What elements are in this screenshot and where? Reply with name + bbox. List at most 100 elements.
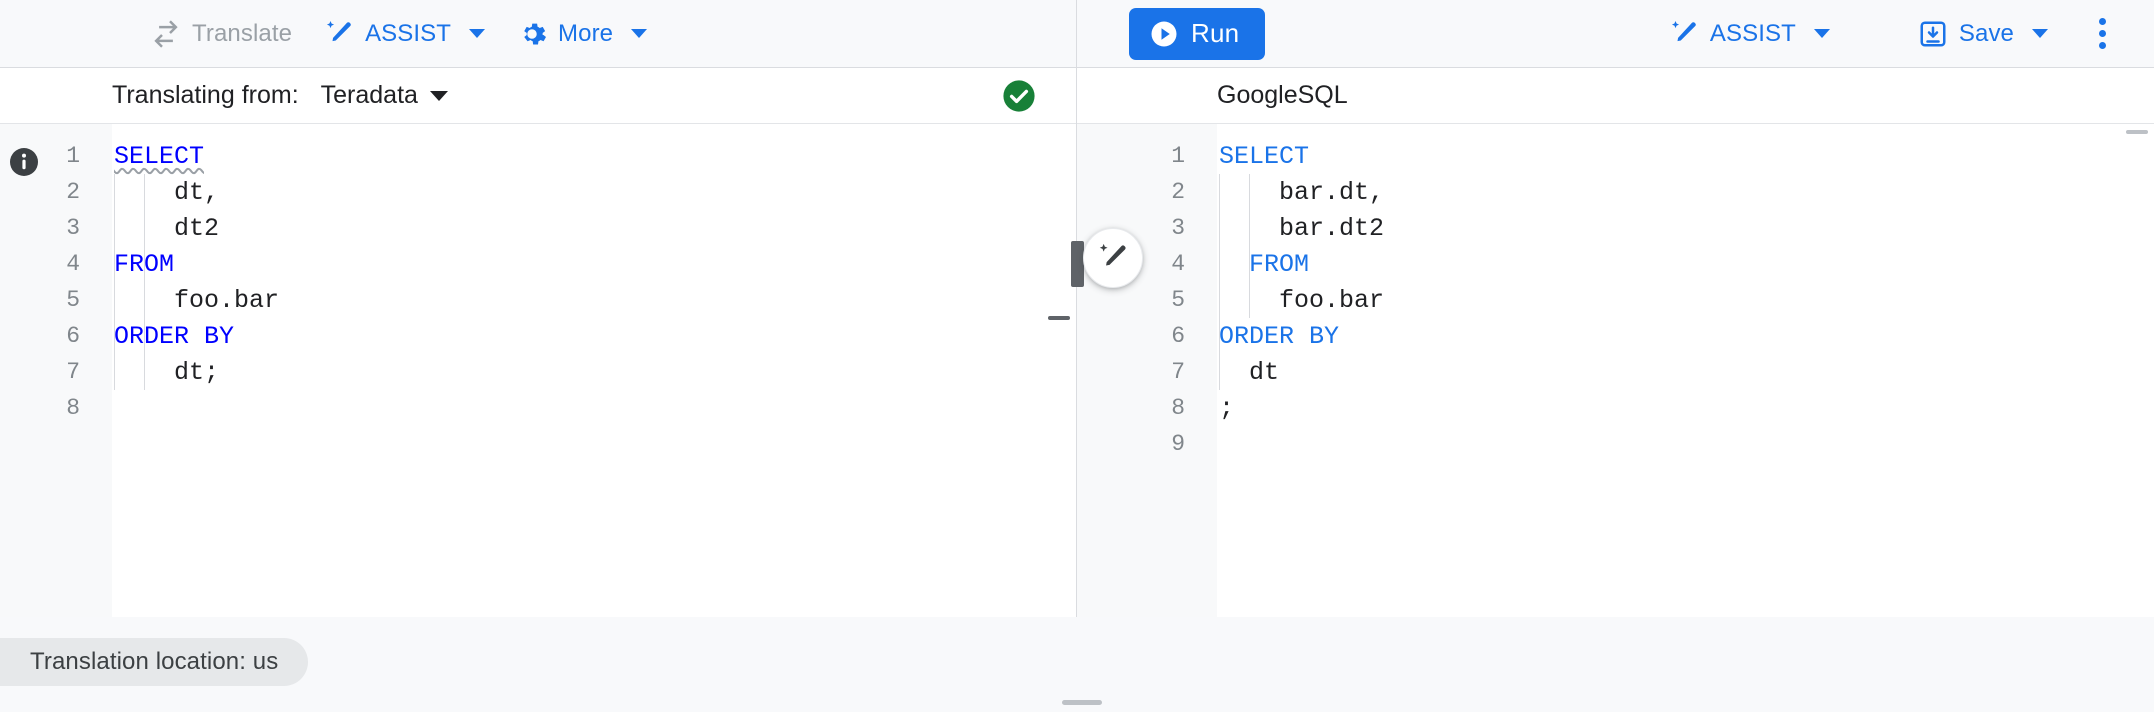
- translation-location-badge: Translation location: us: [0, 638, 309, 686]
- bottom-resize-grip[interactable]: [1062, 700, 1102, 705]
- code-text: dt: [1217, 358, 1279, 387]
- code-text: dt2: [112, 214, 219, 243]
- indent-guide: [144, 174, 146, 390]
- code-line: 8;: [1077, 390, 2154, 426]
- code-text: ORDER BY: [1217, 322, 1339, 351]
- sql-keyword: ORDER BY: [1219, 321, 1340, 351]
- source-scroll-marker[interactable]: [1048, 316, 1070, 320]
- code-line: 2 bar.dt,: [1077, 174, 2154, 210]
- toolbar-left-group: Translate ASSIST More: [0, 0, 1077, 68]
- code-text: FROM: [1217, 250, 1309, 279]
- code-text: SELECT: [1217, 142, 1309, 171]
- code-line: 5 foo.bar: [0, 282, 1076, 318]
- code-line: 9: [1077, 426, 2154, 462]
- sql-identifier: ;: [1219, 393, 1235, 423]
- magic-wand-icon: [1097, 242, 1129, 274]
- sql-identifier: dt2: [174, 213, 220, 243]
- line-number: 3: [1171, 215, 1185, 241]
- translating-from-label: Translating from:: [112, 81, 299, 109]
- chevron-down-icon: [429, 90, 448, 101]
- chevron-down-icon: [2032, 29, 2048, 38]
- gear-icon: [517, 19, 547, 49]
- sql-keyword: SELECT: [114, 141, 205, 171]
- target-scroll-marker[interactable]: [2126, 130, 2148, 134]
- editor-panes: Translating from: Teradata: [0, 68, 2154, 617]
- code-line: 5 foo.bar: [1077, 282, 2154, 318]
- assist-fab-button[interactable]: [1083, 228, 1143, 288]
- code-line: 3 bar.dt2: [1077, 210, 2154, 246]
- line-number: 7: [1171, 359, 1185, 385]
- info-icon[interactable]: [8, 146, 40, 178]
- run-button[interactable]: Run: [1129, 7, 1266, 60]
- sql-identifier: bar.dt,: [1279, 177, 1385, 207]
- code-text: ;: [1217, 394, 1234, 423]
- translation-location-label: Translation location: us: [30, 648, 279, 675]
- code-line: 3 dt2: [0, 210, 1076, 246]
- code-text: bar.dt,: [1217, 178, 1384, 207]
- line-number: 6: [66, 323, 80, 349]
- kebab-menu-icon[interactable]: [2078, 10, 2126, 58]
- code-text: dt,: [112, 178, 219, 207]
- code-line: 4 FROM: [1077, 246, 2154, 282]
- source-gutter: [0, 124, 112, 617]
- chevron-down-icon: [469, 29, 486, 38]
- more-label: More: [558, 19, 614, 47]
- source-dialect-value: Teradata: [320, 81, 418, 109]
- sql-keyword: FROM: [114, 249, 175, 279]
- indent-guide: [1219, 174, 1220, 390]
- run-label: Run: [1191, 18, 1240, 48]
- sql-identifier: foo.bar: [1279, 285, 1385, 315]
- translate-label: Translate: [192, 19, 293, 47]
- save-button[interactable]: Save: [1902, 10, 2064, 58]
- sql-identifier: foo.bar: [174, 285, 280, 315]
- more-button[interactable]: More: [501, 10, 663, 58]
- code-text: SELECT: [112, 142, 204, 171]
- code-text: FROM: [112, 250, 174, 279]
- line-number: 6: [1171, 323, 1185, 349]
- sql-identifier: bar.dt2: [1279, 213, 1385, 243]
- save-label: Save: [1958, 19, 2014, 47]
- code-text: bar.dt2: [1217, 214, 1384, 243]
- magic-wand-icon: [1669, 19, 1699, 49]
- code-line: 7 dt: [1077, 354, 2154, 390]
- source-pane-header: Translating from: Teradata: [0, 68, 1076, 124]
- line-number: 4: [66, 251, 80, 277]
- line-number: 7: [66, 359, 80, 385]
- chevron-down-icon: [631, 29, 648, 38]
- source-dialect-select[interactable]: Teradata: [321, 81, 448, 110]
- code-line: 6 ORDER BY: [1077, 318, 2154, 354]
- save-download-icon: [1918, 19, 1948, 49]
- line-number: 4: [1171, 251, 1185, 277]
- chevron-down-icon: [1813, 29, 1830, 38]
- translate-swap-icon: [151, 19, 181, 49]
- line-number: 2: [66, 179, 80, 205]
- code-line: 7 dt;: [0, 354, 1076, 390]
- line-number: 5: [66, 287, 80, 313]
- code-line: 2 dt,: [0, 174, 1076, 210]
- translate-button[interactable]: Translate: [135, 10, 308, 58]
- sql-keyword: SELECT: [1219, 141, 1310, 171]
- pane-splitter-handle[interactable]: [1071, 241, 1084, 287]
- status-badge-valid: [1002, 79, 1036, 113]
- sql-identifier: dt;: [174, 357, 220, 387]
- code-line: 4 FROM: [0, 246, 1076, 282]
- target-pane-header: GoogleSQL: [1077, 68, 2154, 124]
- sql-identifier: dt: [1249, 357, 1280, 387]
- code-text: dt;: [112, 358, 219, 387]
- magic-wand-icon: [324, 19, 354, 49]
- assist-button-right[interactable]: ASSIST: [1653, 10, 1846, 58]
- target-dialect-label: GoogleSQL: [1217, 81, 1348, 109]
- line-number: 5: [1171, 287, 1185, 313]
- sql-keyword: FROM: [1249, 249, 1310, 279]
- assist-button-left[interactable]: ASSIST: [308, 10, 501, 58]
- play-circle-icon: [1149, 19, 1179, 49]
- code-text: foo.bar: [112, 286, 279, 315]
- line-number: 2: [1171, 179, 1185, 205]
